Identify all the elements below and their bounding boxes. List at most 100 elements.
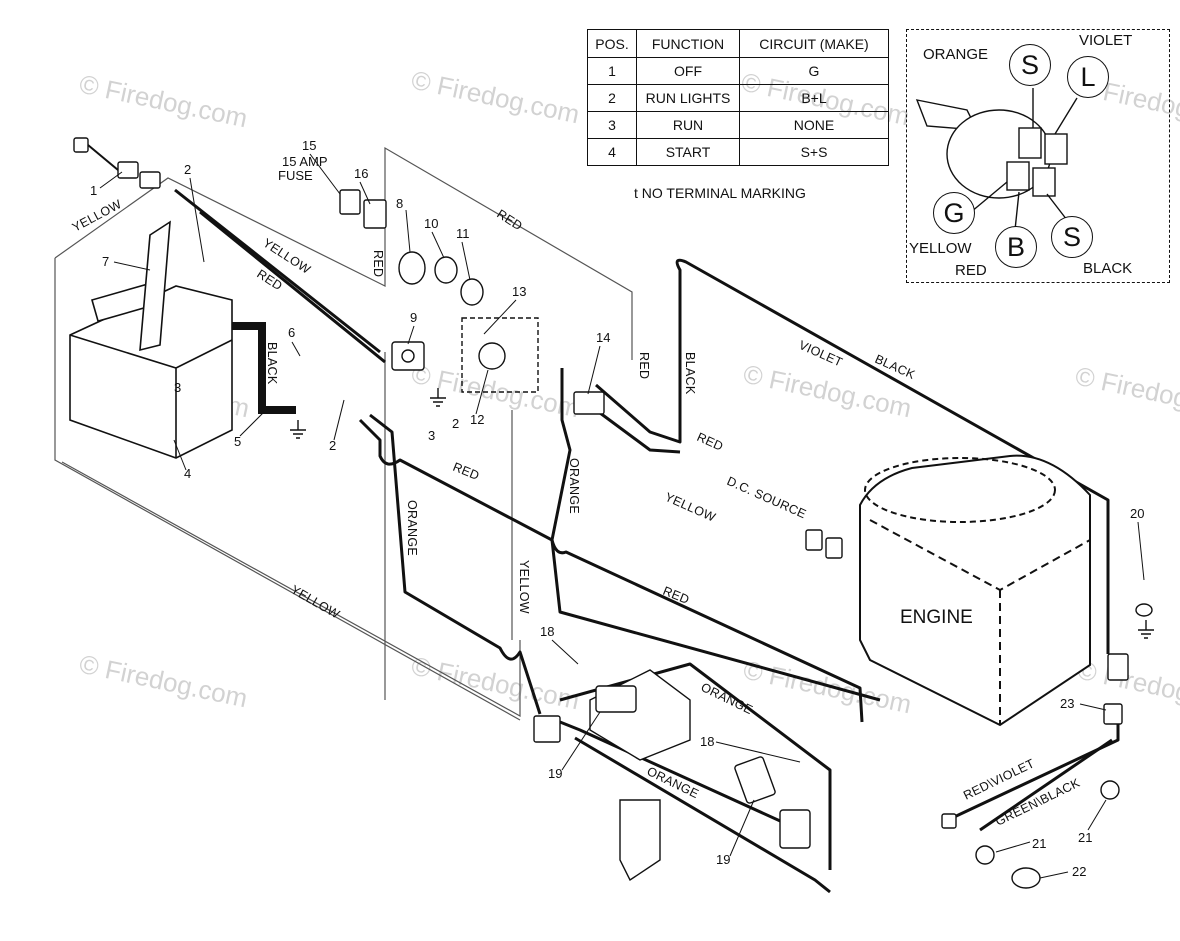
switch-box-13 bbox=[461, 317, 539, 393]
seat-connector bbox=[533, 715, 561, 743]
leader-line bbox=[405, 209, 411, 253]
part-number: 7 bbox=[102, 254, 109, 269]
terminal-s-circle: S bbox=[1051, 216, 1093, 258]
wire-end bbox=[941, 813, 957, 829]
part-number: 13 bbox=[512, 284, 526, 299]
wire-label-orange: ORANGE bbox=[567, 458, 581, 514]
column-header: FUNCTION bbox=[636, 29, 740, 58]
part-number: 16 bbox=[354, 166, 368, 181]
plug-end bbox=[73, 137, 89, 153]
part-number: 9 bbox=[410, 310, 417, 325]
wire-label-orange: ORANGE bbox=[699, 680, 755, 717]
plug-22 bbox=[1011, 867, 1041, 889]
leader-line bbox=[551, 639, 579, 665]
part-number: 20 bbox=[1130, 506, 1144, 521]
ignition-switch-12 bbox=[478, 342, 506, 370]
leader-line bbox=[189, 177, 205, 263]
safety-switches bbox=[533, 669, 811, 882]
table-cell: RUN LIGHTS bbox=[636, 84, 740, 112]
table-cell: OFF bbox=[636, 57, 740, 85]
ground-symbols bbox=[290, 388, 1154, 639]
frame-outline bbox=[61, 461, 521, 718]
battery-strap bbox=[139, 220, 171, 352]
table-cell: 2 bbox=[587, 84, 637, 112]
orange-wire-3 bbox=[554, 718, 801, 832]
dc-source-connector bbox=[825, 537, 843, 559]
orange-wire-5 bbox=[574, 736, 831, 894]
key-switch-drawing bbox=[915, 88, 1078, 231]
solenoid bbox=[391, 341, 425, 371]
part-number: 14 bbox=[596, 330, 610, 345]
green-black-wire bbox=[979, 738, 1113, 832]
harness-plug-1 bbox=[73, 137, 161, 189]
switch-terminal bbox=[1006, 161, 1030, 191]
fuse-15 bbox=[339, 189, 361, 215]
wire-harness bbox=[174, 188, 1120, 894]
violet-wire bbox=[595, 408, 681, 454]
wire-label-yellow: YELLOW bbox=[663, 490, 718, 525]
table-cell: NONE bbox=[739, 111, 889, 139]
engine-label: ENGINE bbox=[900, 607, 973, 628]
table-cell: B+L bbox=[739, 84, 889, 112]
wire-label-red: RED bbox=[371, 250, 385, 277]
no-terminal-note: t NO TERMINAL MARKING bbox=[634, 185, 806, 201]
leader-line bbox=[729, 799, 755, 857]
table-cell: RUN bbox=[636, 111, 740, 139]
part-number: 10 bbox=[424, 216, 438, 231]
switch-terminal bbox=[1044, 133, 1068, 165]
part-numbers: 1 2 2 2 3 3 4 5 6 7 8 9 10 11 12 13 14 1… bbox=[90, 138, 1144, 879]
part-number: 21 bbox=[1032, 836, 1046, 851]
wire-label-red: RED bbox=[637, 352, 651, 379]
wire-label-orange: ORANGE bbox=[405, 500, 419, 556]
engine-connectors bbox=[805, 529, 1153, 725]
leader-line bbox=[431, 231, 445, 259]
leader-line bbox=[173, 439, 187, 471]
column-header: CIRCUIT (MAKE) bbox=[739, 29, 889, 58]
leader-line bbox=[1039, 871, 1069, 879]
fuse-label-line-1: 15 AMP bbox=[282, 154, 328, 169]
terminal-b-circle: B bbox=[995, 226, 1037, 268]
leader-line bbox=[1087, 799, 1107, 831]
wire-label-red: RED bbox=[254, 267, 285, 294]
table-cell: 4 bbox=[587, 138, 637, 166]
switch-wire-label: VIOLET bbox=[1079, 32, 1133, 49]
connector-23 bbox=[1107, 653, 1129, 681]
part-number: 12 bbox=[470, 412, 484, 427]
table-row: 2 RUN LIGHTS B+L bbox=[587, 84, 889, 112]
brake-switch-plug bbox=[779, 809, 811, 849]
leader-line bbox=[99, 171, 123, 189]
dc-source-connector bbox=[805, 529, 823, 551]
leader-line bbox=[113, 261, 151, 271]
seat-switch-bracket bbox=[589, 669, 691, 761]
ignition-switch-inset: ORANGE VIOLET YELLOW RED BLACK S L G B S bbox=[906, 29, 1170, 283]
engine-top bbox=[864, 457, 1056, 523]
watermark-text: © Firedog.com bbox=[1073, 361, 1180, 426]
part-number: 18 bbox=[540, 624, 554, 639]
part-number: 19 bbox=[716, 852, 730, 867]
leader-line bbox=[291, 341, 301, 357]
column-header: POS. bbox=[587, 29, 637, 58]
switch-terminal bbox=[1018, 127, 1042, 159]
switch-wire-label: RED bbox=[955, 262, 987, 279]
switch-washer-11 bbox=[460, 278, 484, 306]
wire-label-yellow: YELLOW bbox=[517, 560, 531, 614]
part-number: 2 bbox=[329, 438, 336, 453]
watermark-text: © Firedog.com bbox=[77, 69, 250, 134]
battery bbox=[69, 220, 233, 459]
leader-line bbox=[333, 399, 345, 441]
leader-line bbox=[475, 369, 489, 415]
engine bbox=[859, 454, 1091, 727]
switch-wire-label: ORANGE bbox=[923, 46, 989, 63]
yellow-wire bbox=[174, 188, 381, 354]
wire-label-dc-source: D.C. SOURCE bbox=[725, 474, 809, 521]
plug-body bbox=[117, 161, 139, 179]
battery-edge bbox=[69, 334, 233, 458]
black-wire bbox=[595, 258, 1110, 654]
battery-ground-cable bbox=[232, 322, 296, 414]
ground-icon bbox=[290, 420, 306, 439]
part-number: 6 bbox=[288, 325, 295, 340]
wire-label-black: BLACK bbox=[683, 352, 697, 395]
part-number: 23 bbox=[1060, 696, 1074, 711]
table-header-row: POS. FUNCTION CIRCUIT (MAKE) bbox=[587, 29, 889, 58]
